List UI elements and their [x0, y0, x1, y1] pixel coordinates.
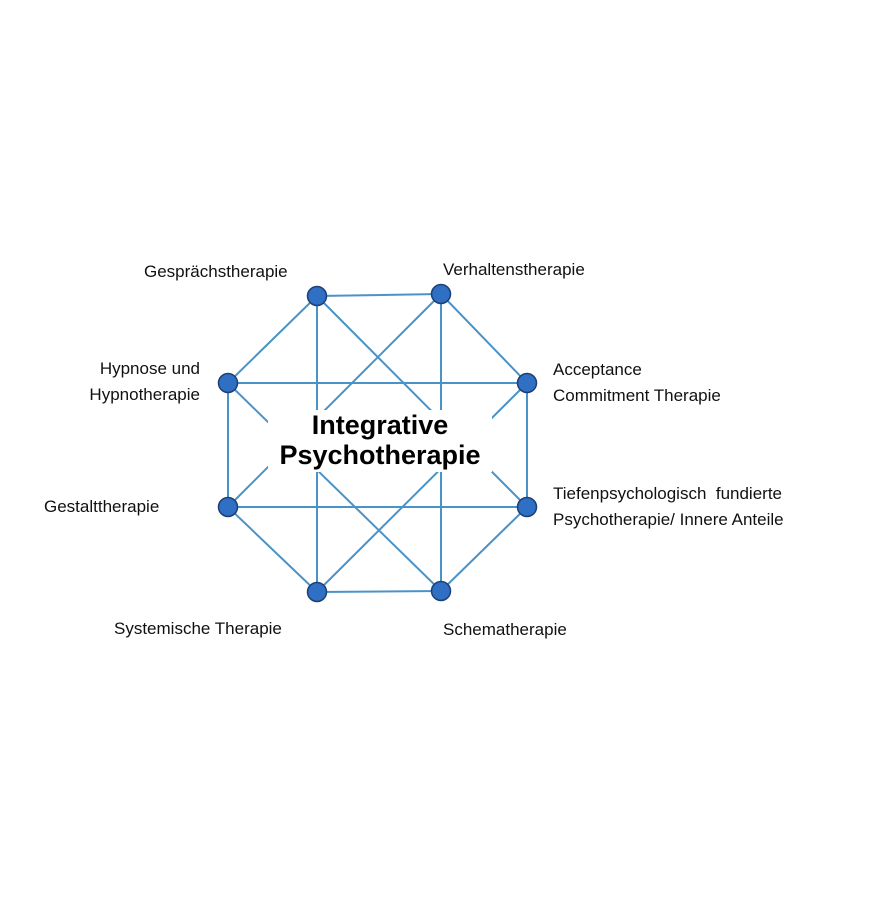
label-line: Schematherapie [443, 620, 567, 639]
center-title-line-2: Psychotherapie [279, 440, 481, 470]
label-gespraechstherapie: Gesprächstherapie [144, 259, 288, 285]
edge-gespraech-tiefen [316, 295, 528, 508]
edge-hypnose-schema [227, 382, 442, 592]
node-gestalt [217, 496, 239, 518]
label-line: Verhaltenstherapie [443, 260, 585, 279]
node-act [516, 372, 538, 394]
label-line: Acceptance [553, 360, 642, 379]
label-line: Tiefenpsychologisch fundierte [553, 484, 783, 503]
node-systemisch [306, 581, 328, 603]
label-line: Gesprächstherapie [144, 262, 288, 281]
edge-gespraech-verhalten [316, 293, 442, 297]
node-tiefen [516, 496, 538, 518]
node-verhalten [430, 283, 452, 305]
label-gestalttherapie: Gestalttherapie [44, 494, 159, 520]
center-title-line-1: Integrative [311, 410, 449, 440]
edge-tiefen-schema [440, 506, 528, 592]
edge-systemisch-gestalt [227, 506, 318, 593]
label-line: Systemische Therapie [114, 619, 282, 638]
label-line: Commitment Therapie [553, 386, 721, 405]
edge-schema-systemisch [316, 590, 442, 593]
edge-hypnose-gespraech [227, 295, 318, 384]
label-line: Hypnose und [99, 359, 200, 378]
label-line: Psychotherapie/ Innere Anteile [553, 510, 784, 529]
title-backdrop [268, 410, 492, 472]
node-hypnose [217, 372, 239, 394]
node-gespraech [306, 285, 328, 307]
center-title: Integrative Psychotherapie [262, 410, 498, 470]
label-line: Hypnotherapie [89, 385, 200, 404]
edge-verhalten-act [440, 293, 528, 384]
node-schema [430, 580, 452, 602]
label-line: Gestalttherapie [44, 497, 160, 516]
label-schematherapie: Schematherapie [443, 617, 567, 643]
label-verhaltenstherapie: Verhaltenstherapie [443, 257, 585, 283]
label-systemische-therapie: Systemische Therapie [114, 616, 282, 642]
edge-verhalten-gestalt [227, 293, 442, 508]
